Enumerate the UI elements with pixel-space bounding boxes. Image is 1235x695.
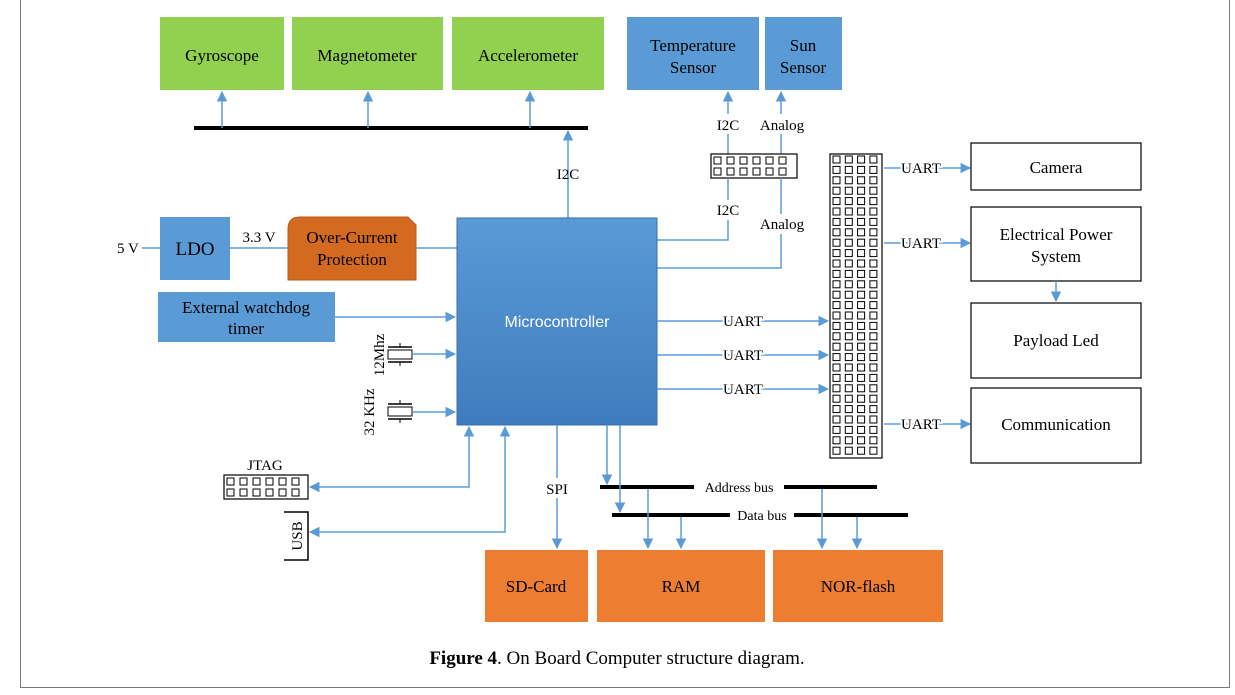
magnetometer-label: Magnetometer bbox=[317, 46, 416, 65]
payload-led-box bbox=[970, 302, 1142, 379]
sun-sensor-label-2: Sensor bbox=[780, 58, 827, 77]
analog-lower-label: Analog bbox=[760, 217, 805, 233]
ram-label: RAM bbox=[662, 577, 701, 596]
caption-figure-number: Figure 4 bbox=[429, 648, 497, 669]
eps-box bbox=[970, 206, 1142, 282]
uart-mcu-1-label: UART bbox=[723, 314, 763, 330]
input-voltage-label: 5 V bbox=[117, 241, 139, 257]
mcu-temp-i2c-line bbox=[657, 178, 729, 241]
watchdog-label-2: timer bbox=[228, 319, 264, 338]
microcontroller-box bbox=[456, 217, 658, 426]
camera-label: Camera bbox=[1030, 158, 1083, 177]
ocp-box bbox=[287, 216, 417, 281]
accelerometer-box bbox=[452, 17, 604, 90]
jtag-label: JTAG bbox=[247, 458, 283, 474]
temperature-sensor-box bbox=[627, 17, 759, 90]
crystal-32khz-icon bbox=[387, 400, 413, 423]
payload-led-label: Payload Led bbox=[1013, 331, 1099, 350]
uart-eps-label: UART bbox=[901, 236, 941, 252]
usb-label: USB bbox=[290, 521, 306, 550]
spi-label: SPI bbox=[546, 482, 568, 498]
ocp-label-1: Over-Current bbox=[306, 228, 398, 247]
i2c-temp-lower-label: I2C bbox=[717, 203, 740, 219]
crystal-12mhz-label: 12Mhz bbox=[372, 333, 388, 376]
temperature-sensor-label-1: Temperature bbox=[650, 36, 736, 55]
uart-mcu-3-label: UART bbox=[723, 382, 763, 398]
eps-label-2: System bbox=[1031, 247, 1081, 266]
crystal-12mhz-icon bbox=[387, 343, 413, 366]
address-bus-label: Address bus bbox=[705, 481, 774, 496]
analog-upper-label: Analog bbox=[760, 118, 805, 134]
usb-connector bbox=[284, 511, 309, 561]
communication-label: Communication bbox=[1001, 415, 1111, 434]
sun-sensor-box bbox=[765, 17, 842, 90]
uart-camera-label: UART bbox=[901, 161, 941, 177]
i2c-temp-upper-label: I2C bbox=[717, 118, 740, 134]
communication-box bbox=[970, 387, 1142, 464]
data-bus-label: Data bus bbox=[737, 509, 786, 524]
watchdog-box bbox=[158, 292, 335, 342]
temperature-sensor-label-2: Sensor bbox=[670, 58, 717, 77]
mcu-usb-link bbox=[308, 425, 511, 538]
rail-voltage-label: 3.3 V bbox=[242, 230, 275, 246]
gyroscope-label: Gyroscope bbox=[185, 46, 259, 65]
figure-frame bbox=[20, 0, 1230, 688]
sdcard-label: SD-Card bbox=[506, 577, 567, 596]
caption-text: . On Board Computer structure diagram. bbox=[497, 648, 805, 669]
sensor-header-connector bbox=[710, 153, 798, 179]
microcontroller-label: Microcontroller bbox=[505, 314, 611, 331]
ocp-label-2: Protection bbox=[317, 250, 387, 269]
watchdog-label-1: External watchdog bbox=[182, 298, 310, 317]
ram-box bbox=[597, 550, 765, 622]
uart-mcu-2-label: UART bbox=[723, 348, 763, 364]
ldo-label: LDO bbox=[175, 239, 214, 260]
mcu-sun-analog-line bbox=[657, 178, 782, 269]
crystal-32khz-label: 32 KHz bbox=[362, 388, 378, 435]
mcu-jtag-link bbox=[308, 425, 475, 493]
sun-sensor-label-1: Sun bbox=[790, 36, 817, 55]
uart-comm-label: UART bbox=[901, 417, 941, 433]
camera-box bbox=[970, 142, 1142, 191]
norflash-label: NOR-flash bbox=[821, 577, 896, 596]
ldo-box bbox=[160, 217, 230, 280]
magnetometer-box bbox=[292, 17, 443, 90]
jtag-connector bbox=[223, 474, 309, 500]
i2c-main-label: I2C bbox=[557, 167, 580, 183]
figure-caption: Figure 4. On Board Computer structure di… bbox=[429, 648, 804, 669]
accelerometer-label: Accelerometer bbox=[478, 46, 578, 65]
norflash-box bbox=[773, 550, 943, 622]
eps-label-1: Electrical Power bbox=[1000, 225, 1113, 244]
sdcard-box bbox=[485, 550, 588, 622]
uart-header-connector bbox=[829, 153, 883, 459]
gyroscope-box bbox=[160, 17, 284, 90]
